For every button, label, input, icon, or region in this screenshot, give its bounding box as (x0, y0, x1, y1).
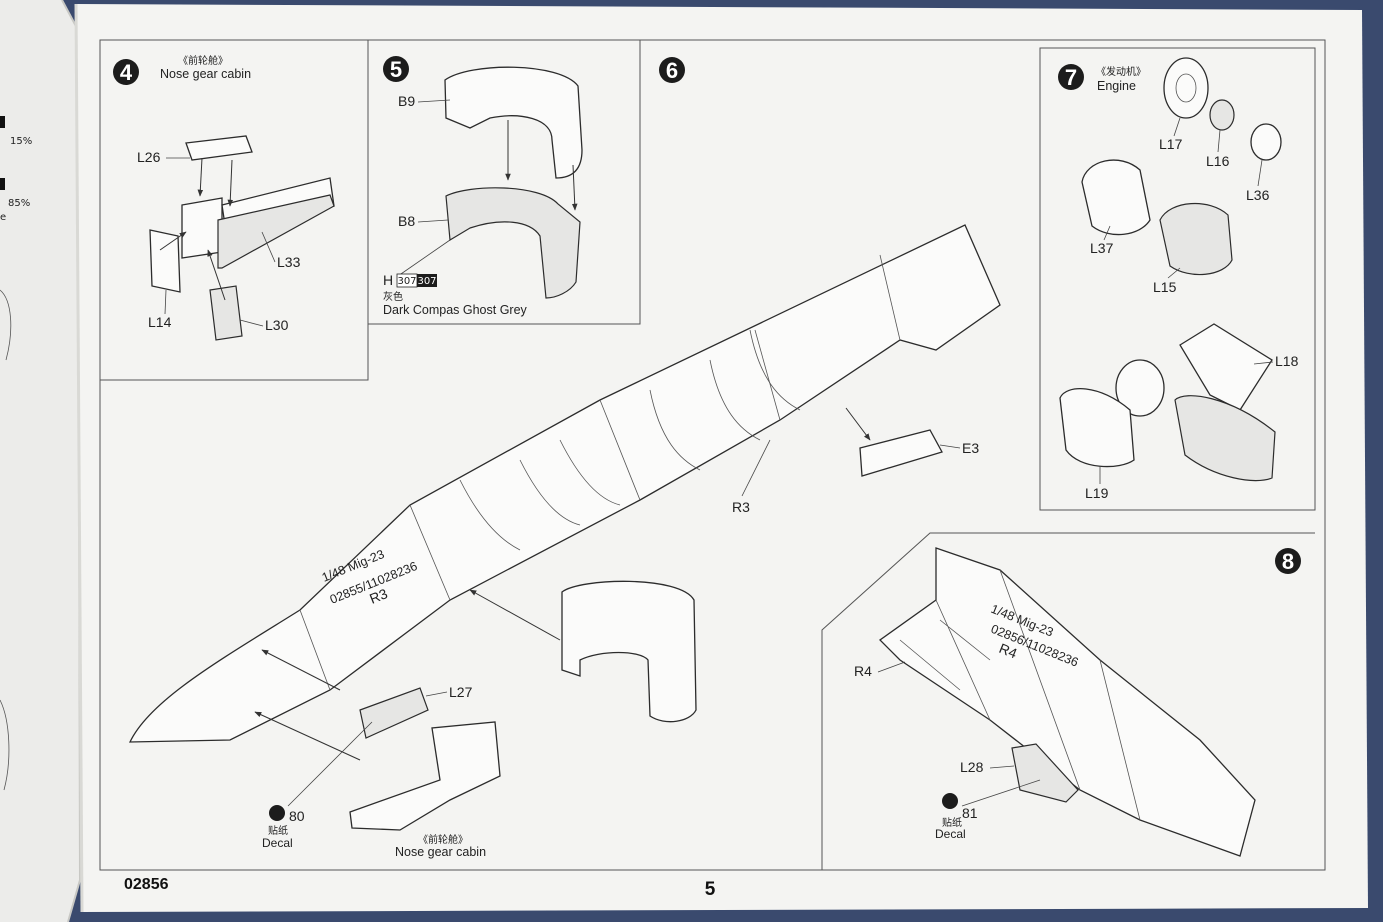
part-l28-shape (1011, 743, 1079, 803)
decal-80-callout: 80 贴纸 Decal (262, 721, 373, 850)
step-5-number: 5 (390, 57, 402, 82)
decal-80-icon (269, 805, 285, 821)
step-6-sub-en: Nose gear cabin (395, 845, 486, 859)
decal-81-label-en: Decal (935, 827, 966, 841)
part-label-l28: L28 (960, 759, 984, 775)
step-7-drawing (1059, 57, 1282, 482)
part-l37-shape (1081, 159, 1151, 236)
step-6-number: 6 (666, 58, 678, 83)
step-4-drawing (149, 135, 335, 341)
part-l15-shape (1159, 203, 1233, 276)
part-label-e3: E3 (962, 440, 979, 456)
decal-81-number: 81 (962, 805, 978, 821)
part-e3-shape (859, 429, 943, 477)
part-l27-shape (359, 687, 429, 739)
part-l17-shape (1163, 57, 1209, 119)
paint-name-en: Dark Compas Ghost Grey (383, 303, 528, 317)
step-4-badge (113, 59, 139, 85)
part-l30-shape (209, 285, 243, 341)
part-label-l18: L18 (1275, 353, 1299, 369)
part-label-l26: L26 (137, 149, 161, 165)
step-4-panel: 4 《前轮舱》 Nose gear cabin L26 L33 L14 L30 (100, 40, 369, 381)
step-8-panel: 8 1/48 Mig-23 02856/11028236 R4 R4 L28 8… (821, 532, 1315, 870)
nose-gear-cabin-shape (561, 580, 697, 723)
left-edge-mark-top (0, 116, 5, 128)
fuselage-half-r3-shape (128, 224, 1001, 743)
step-6-panel: 6 1/48 Mig-23 02855/11028236 R3 E3 R3 L2… (128, 57, 1001, 859)
decal-80-label-cn: 贴纸 (268, 824, 288, 837)
left-edge-letter: e (0, 212, 6, 223)
part-label-r3: R3 (732, 499, 750, 515)
step-7-frame (1039, 47, 1316, 511)
paint-prefix: H (383, 272, 393, 288)
step-4-title-cn: 《前轮舱》 (178, 54, 228, 67)
paint-chip-dark (417, 274, 437, 287)
decal-81-callout: 81 贴纸 Decal (935, 779, 1041, 841)
step-6-drawing (128, 224, 1001, 831)
step-8-drawing (878, 547, 1256, 857)
step-7-title-cn: 《发动机》 (1096, 65, 1146, 78)
part-label-l15: L15 (1153, 279, 1177, 295)
decal-81-label-cn: 贴纸 (942, 816, 962, 829)
part-l16-shape (1209, 99, 1235, 131)
part-label-b8: B8 (398, 213, 415, 229)
left-edge-pct-top: 15% (10, 136, 32, 147)
step-5-badge (383, 56, 409, 82)
part-l36-shape (1250, 123, 1282, 161)
left-edge-mark-bottom (0, 178, 5, 190)
cabin-wall-shape (181, 197, 223, 259)
fuselage-r4-id: R4 (997, 640, 1020, 662)
part-label-l37: L37 (1090, 240, 1114, 256)
part-b8-shape (445, 187, 581, 299)
step-5-panel: 5 B9 B8 H 307 307 灰色 Dark Compas Ghost G… (368, 40, 641, 325)
step-6-sub-cn: 《前轮舱》 (418, 833, 468, 846)
step-7-title-en: Engine (1097, 79, 1136, 93)
paint-callout: H 307 307 灰色 Dark Compas Ghost Grey (383, 272, 528, 317)
part-label-l19: L19 (1085, 485, 1109, 501)
part-label-l36: L36 (1246, 187, 1270, 203)
paint-name-cn: 灰色 (383, 290, 403, 303)
part-b9-shape (444, 66, 583, 179)
page-number: 5 (705, 879, 716, 900)
step-8-number: 8 (1282, 549, 1294, 574)
step-7-panel: 7 《发动机》 Engine L17 L16 L36 L37 L15 L18 L… (1039, 47, 1316, 511)
part-label-l33: L33 (277, 254, 301, 270)
part-l19-shape (1059, 388, 1135, 468)
step-5-drawing (444, 66, 583, 299)
step-7-number: 7 (1065, 65, 1077, 90)
part-label-b9: B9 (398, 93, 415, 109)
paint-code-light: 307 (397, 276, 416, 287)
part-label-l17: L17 (1159, 136, 1183, 152)
part-label-l30: L30 (265, 317, 289, 333)
part-l14-shape (149, 229, 181, 293)
part-label-r4: R4 (854, 663, 872, 679)
nose-gear-cabin-part-shape (349, 721, 501, 831)
decal-81-icon (942, 793, 958, 809)
left-page-edge: 15% 85% e (0, 0, 82, 922)
decal-80-number: 80 (289, 808, 305, 824)
part-l26-shape (185, 135, 253, 161)
part-label-l16: L16 (1206, 153, 1230, 169)
paint-code-dark: 307 (417, 276, 436, 287)
left-edge-pct-bottom: 85% (8, 198, 30, 209)
decal-80-label-en: Decal (262, 836, 293, 850)
part-label-l14: L14 (148, 314, 172, 330)
part-label-l27: L27 (449, 684, 473, 700)
part-l18-shape (1179, 323, 1273, 411)
outer-frame (99, 39, 1326, 871)
step-4-number: 4 (120, 60, 133, 85)
step-8-badge (1275, 548, 1301, 574)
turbine-disc-shape (1115, 359, 1165, 417)
step-6-badge (659, 57, 685, 83)
step-7-badge (1058, 64, 1084, 90)
engine-nozzle-shape (1174, 395, 1276, 482)
step-4-title-en: Nose gear cabin (160, 67, 251, 81)
part-l33-shape (217, 194, 335, 269)
model-code: 02856 (124, 876, 169, 893)
fuselage-r3-id: R3 (367, 585, 390, 607)
